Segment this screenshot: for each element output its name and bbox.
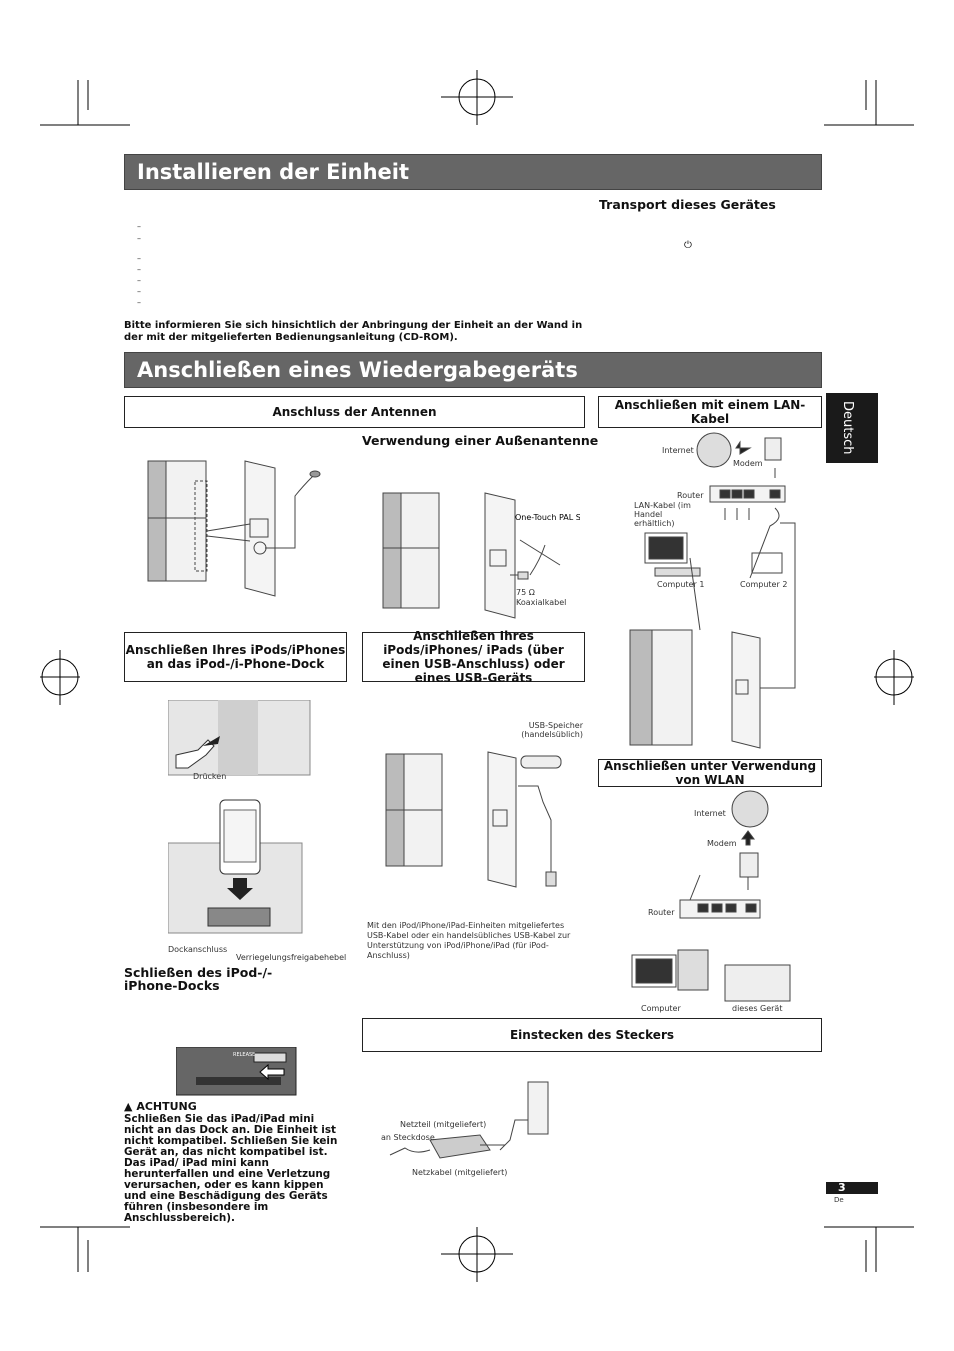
computer2-label: Computer 2 bbox=[740, 580, 788, 589]
antenna-box: Anschluss der Antennen bbox=[124, 396, 585, 428]
plug-box: Einstecken des Steckers bbox=[362, 1018, 822, 1052]
dash-bullet: – bbox=[137, 276, 141, 285]
power-icon: ⏻ bbox=[684, 240, 692, 251]
onetouch-label: One-Touch PAL Stecker bbox=[515, 513, 580, 522]
computer1-label: Computer 1 bbox=[657, 580, 705, 589]
dash-bullet: – bbox=[137, 287, 141, 296]
coax-label: Koaxialkabel bbox=[516, 598, 566, 607]
dock-press-illustration bbox=[168, 700, 311, 776]
modem-label: Modem bbox=[733, 459, 763, 468]
ipod-dock-box: Anschließen Ihres iPods/iPhones an das i… bbox=[124, 632, 347, 682]
lan-box: Anschließen mit einem LAN-Kabel bbox=[598, 396, 822, 428]
dash-bullet: – bbox=[137, 222, 141, 231]
usb-storage-label: USB-Speicher (handelsüblich) bbox=[521, 721, 583, 739]
modem2-label: Modem bbox=[707, 839, 737, 848]
lan-illustration bbox=[629, 432, 796, 749]
outdoor-antenna-heading: Verwendung einer Außenantenne bbox=[362, 433, 599, 448]
router2-label: Router bbox=[648, 908, 675, 917]
close-dock-heading: Schließen des iPod-/-iPhone-Docks bbox=[124, 965, 273, 993]
dash-bullet: – bbox=[137, 298, 141, 307]
release-label: RELEASE bbox=[233, 1052, 256, 1058]
antenna-illustration bbox=[147, 460, 321, 597]
dash-bullet: – bbox=[137, 265, 141, 274]
transport-heading: Transport dieses Gerätes bbox=[599, 197, 776, 212]
warning-icon: ▲ bbox=[124, 1100, 133, 1113]
release-illustration bbox=[176, 1047, 297, 1096]
lan-cable-label: LAN-Kabel (im Handel erhältlich) bbox=[634, 501, 691, 528]
page-lang: De bbox=[834, 1196, 844, 1204]
computer-label: Computer bbox=[641, 1004, 681, 1013]
dock-port-label: Dockanschluss bbox=[168, 945, 228, 954]
language-tab: Deutsch bbox=[826, 393, 878, 463]
internet-label: Internet bbox=[662, 446, 694, 455]
page-number-bar: 3 bbox=[826, 1181, 878, 1194]
usb-illustration bbox=[385, 751, 562, 888]
dock-iphone-illustration bbox=[168, 799, 303, 934]
wall-mount-note: Bitte informieren Sie sich hinsichtlich … bbox=[124, 320, 583, 343]
dash-bullet: – bbox=[137, 234, 141, 243]
dash-bullet: – bbox=[137, 254, 141, 263]
section-title-installieren: Installieren der Einheit bbox=[124, 154, 822, 190]
router-label: Router bbox=[677, 491, 704, 500]
power-illustration bbox=[389, 1081, 549, 1159]
lock-lever-label: Verriegelungsfreigabehebel bbox=[236, 953, 347, 962]
ohm-label: 75 Ω bbox=[516, 588, 535, 597]
usb-cable-note: Mit den iPod/iPhone/iPad-Einheiten mitge… bbox=[367, 921, 571, 960]
outlet-label: an Steckdose bbox=[381, 1133, 435, 1142]
caution-title: ▲ ACHTUNG bbox=[124, 1100, 197, 1113]
this-device-label: dieses Gerät bbox=[732, 1004, 783, 1013]
ipod-usb-box: Anschließen Ihres iPods/iPhones/ iPads (… bbox=[362, 629, 585, 685]
wlan-box: Anschließen unter Verwendung von WLAN bbox=[598, 759, 822, 787]
caution-text: Schließen Sie das iPad/iPad mini nicht a… bbox=[124, 1113, 338, 1224]
adapter-label: Netzteil (mitgeliefert) bbox=[400, 1120, 487, 1129]
wlan-illustration bbox=[631, 790, 791, 1002]
outdoor-antenna-illustration: One-Touch PAL Stecker 75 Ω Koaxialkabel bbox=[382, 492, 580, 619]
press-label: Drücken bbox=[193, 772, 227, 781]
internet2-label: Internet bbox=[694, 809, 726, 818]
section-title-anschliessen: Anschließen eines Wiedergabegeräts bbox=[124, 352, 822, 388]
power-cord-label: Netzkabel (mitgeliefert) bbox=[412, 1168, 508, 1177]
